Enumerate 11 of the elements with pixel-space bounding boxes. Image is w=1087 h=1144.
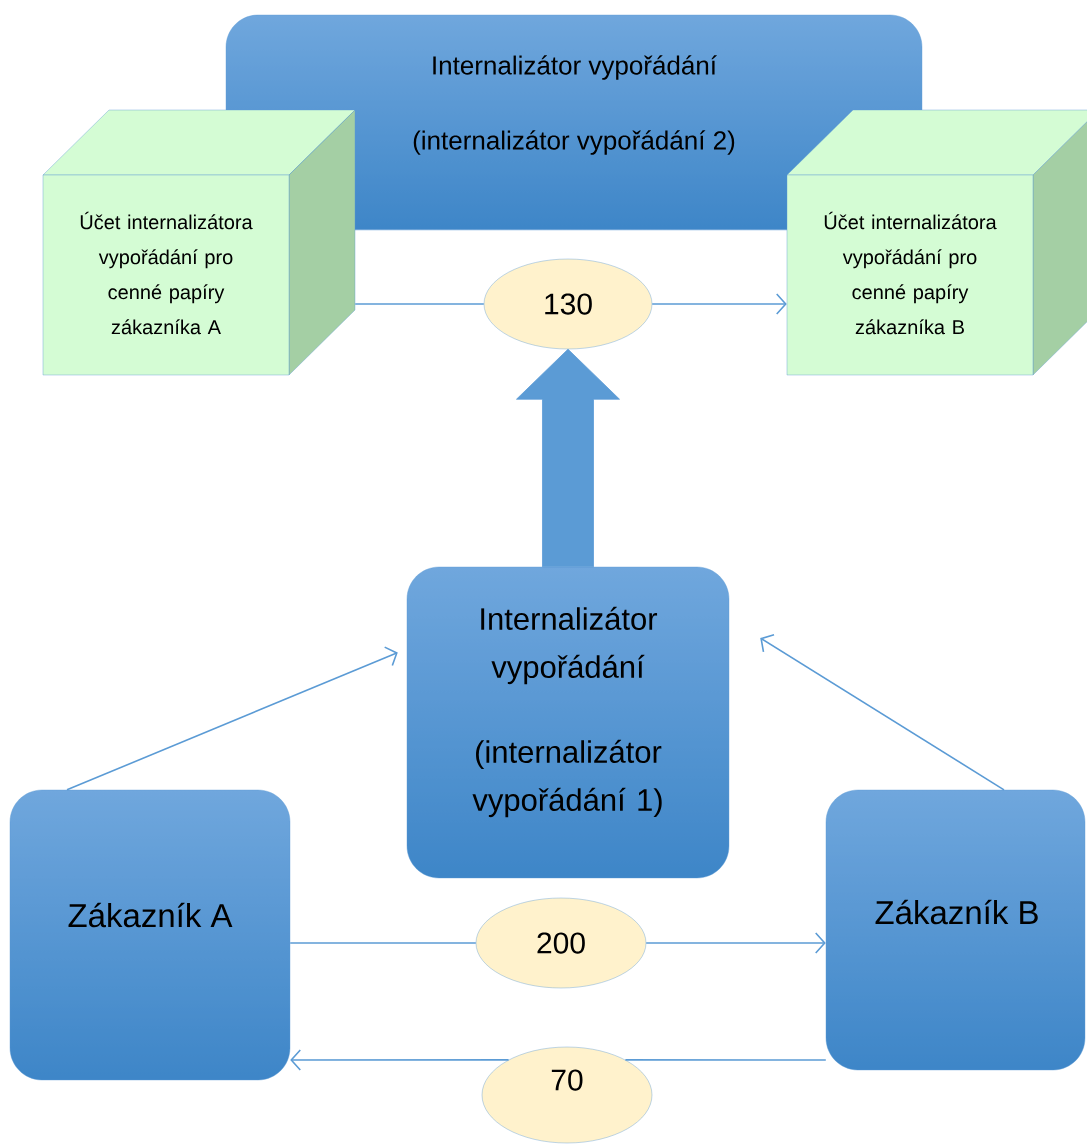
- process-box: Internalizátor vypořádání (internalizátor vypořádání 1): [406, 566, 730, 879]
- arrow: [645, 932, 826, 954]
- account-cube: Účet internalizátora vypořádání pro cenné papíry zákazníka A: [42, 109, 356, 376]
- process-box: Zákazník A: [9, 789, 291, 1081]
- arrow: [290, 1049, 510, 1071]
- account-cube: Účet internalizátora vypořádání pro cenné papíry zákazníka B: [786, 109, 1087, 376]
- process-box: Zákazník B: [825, 789, 1086, 1071]
- arrow: [760, 634, 1005, 791]
- block-arrow: [516, 348, 620, 568]
- arrow: [651, 293, 787, 315]
- arrow: [66, 646, 398, 791]
